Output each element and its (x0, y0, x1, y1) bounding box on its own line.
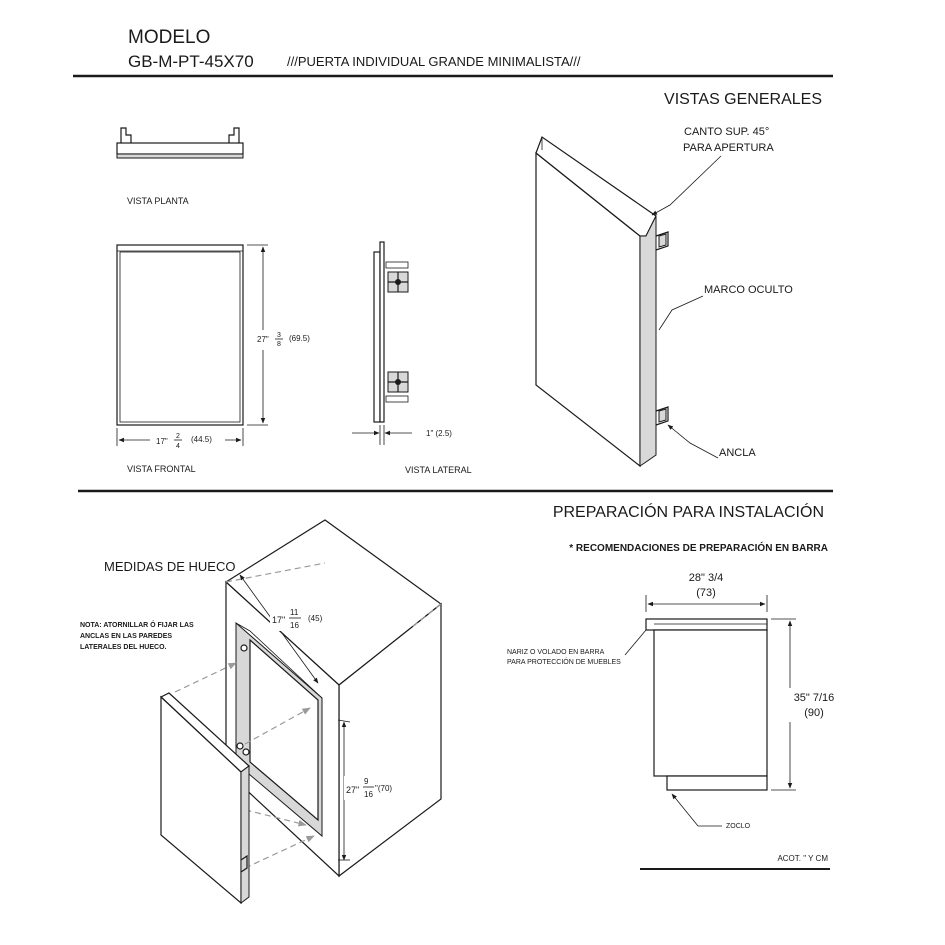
nose-note-2: PARA PROTECCIÓN DE MUEBLES (507, 657, 621, 666)
front-height-whole: 27" (257, 335, 269, 344)
note-line-2: ANCLAS EN LAS PAREDES (80, 633, 172, 640)
cabinet-hollow-isometric (159, 519, 442, 905)
front-width-cm: (44.5) (191, 435, 212, 444)
note-line-3: LATERALES DEL HUECO. (80, 644, 167, 651)
bar-elevation (624, 595, 796, 827)
front-width-num: 2 (176, 433, 180, 440)
note-line-1: NOTA: ATORNILLAR Ó FIJAR LAS (80, 620, 194, 629)
general-views-title: VISTAS GENERALES (664, 91, 822, 108)
hollow-height-num: 9 (364, 777, 369, 786)
bar-width: 28" 3/4 (689, 572, 724, 584)
isometric-door (535, 136, 722, 468)
front-height-num: 3 (277, 332, 281, 339)
side-view (352, 241, 412, 445)
model-description: ///PUERTA INDIVIDUAL GRANDE MINIMALISTA/… (287, 54, 581, 69)
front-height-cm: (69.5) (289, 334, 310, 343)
front-view-label: VISTA FRONTAL (127, 464, 196, 474)
hollow-width-whole: 17" (272, 615, 285, 625)
plinth-label: ZOCLO (726, 823, 751, 830)
hollow-height-whole: 27" (346, 785, 359, 795)
plan-view-label: VISTA PLANTA (127, 196, 189, 206)
modelo-label: MODELO (128, 27, 210, 48)
bar-height-cm: (90) (804, 707, 824, 719)
callout-edge-2: PARA APERTURA (683, 142, 774, 154)
hollow-height-cm: "(70) (375, 784, 392, 793)
side-view-label: VISTA LATERAL (405, 465, 472, 475)
callout-hidden-frame: MARCO OCULTO (704, 284, 793, 296)
callout-edge-1: CANTO SUP. 45° (684, 126, 769, 138)
hollow-width-den: 16 (290, 621, 299, 630)
bar-height: 35" 7/16 (794, 692, 835, 704)
installation-subtitle: * RECOMENDACIONES DE PREPARACIÓN EN BARR… (569, 541, 828, 554)
callout-anchor: ANCLA (719, 447, 756, 459)
hollow-title: MEDIDAS DE HUECO (104, 559, 235, 574)
front-width-den: 4 (176, 443, 180, 450)
front-view (116, 244, 268, 446)
bar-width-cm: (73) (696, 587, 716, 599)
front-width-whole: 17" (156, 437, 168, 446)
plan-view (116, 127, 244, 159)
hollow-width-cm: (45) (308, 614, 323, 623)
front-height-den: 8 (277, 341, 281, 348)
nose-note-1: NARIZ O VOLADO EN BARRA (507, 649, 605, 656)
installation-title: PREPARACIÓN PARA INSTALACIÓN (553, 502, 824, 521)
hollow-width-num: 11 (290, 608, 299, 617)
model-code: GB-M-PT-45X70 (128, 52, 254, 71)
hollow-height-den: 16 (364, 790, 373, 799)
units-note: ACOT. " Y CM (777, 854, 828, 863)
side-thickness: 1" (2.5) (426, 429, 452, 438)
